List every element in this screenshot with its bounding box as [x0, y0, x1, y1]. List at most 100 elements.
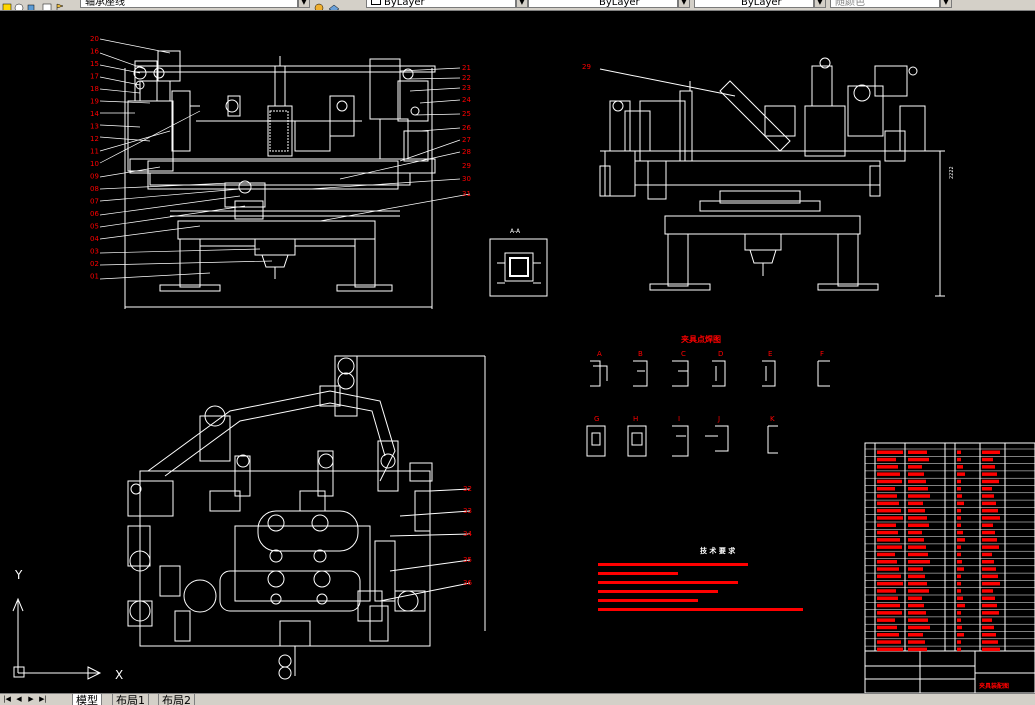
weld-section-label: I — [678, 415, 680, 423]
callout-number: 31 — [462, 190, 471, 198]
cad-drawing[interactable]: 2016151718191413121110090807060504030201… — [0, 11, 1035, 694]
callout-number: 06 — [90, 210, 99, 218]
parts-list-cell-text — [877, 625, 897, 630]
last-tab-icon[interactable]: ▶| — [39, 695, 47, 703]
weld-section-label: C — [681, 350, 686, 358]
parts-list-cell-text — [982, 633, 996, 637]
layer-freeze-icon[interactable] — [26, 0, 36, 10]
front-view — [124, 50, 436, 309]
dimension-label: 2222 — [949, 166, 955, 179]
color-control-dropdown[interactable]: ByLayer — [366, 0, 516, 8]
parts-list-cell-text — [982, 508, 998, 513]
callout-number: 20 — [90, 35, 99, 43]
parts-list-cell-text — [877, 596, 898, 600]
parts-list-cell-text — [908, 625, 930, 630]
parts-list-cell-text — [982, 618, 992, 622]
plan-view — [127, 355, 486, 680]
next-tab-icon[interactable]: ▶ — [28, 695, 34, 703]
callout-number: 23 — [462, 84, 471, 92]
parts-list-cell-text — [908, 640, 925, 644]
layer-previous-icon[interactable] — [328, 0, 340, 10]
ucs-y-label: Y — [14, 568, 23, 582]
parts-list-cell-text — [957, 581, 961, 586]
callout-number: 29 — [462, 162, 471, 170]
parts-list-cell-text — [877, 465, 898, 469]
make-current-layer-icon[interactable] — [314, 0, 324, 10]
parts-list-cell-text — [982, 560, 994, 564]
chevron-down-icon[interactable]: ▼ — [678, 0, 690, 8]
tab-layout1[interactable]: 布局1 — [112, 694, 149, 705]
layer-flag-icon[interactable] — [55, 0, 65, 10]
parts-list-cell-text — [908, 545, 926, 549]
parts-list-cell-text — [957, 523, 961, 527]
chevron-down-icon[interactable]: ▼ — [814, 0, 826, 8]
parts-list-cell-text — [957, 589, 961, 593]
parts-list-cell-text — [908, 457, 929, 462]
parts-list-cell-text — [877, 567, 899, 571]
properties-toolbar: 轴承座线 ▼ ByLayer ▼ ByLayer ▼ ByLayer ▼ 随颜色… — [0, 0, 1035, 11]
layer-dropdown[interactable]: 轴承座线 — [80, 0, 298, 8]
parts-list-cell-text — [908, 647, 927, 652]
parts-list-cell-text — [908, 560, 930, 564]
callout-number: 17 — [90, 73, 99, 81]
weld-section-label: A — [597, 350, 602, 358]
parts-list-cell-text — [982, 574, 998, 579]
parts-list-cell-text — [982, 450, 1000, 454]
parts-list-cell-text — [957, 574, 961, 579]
parts-list-cell-text — [877, 472, 900, 476]
parts-list-cell-text — [982, 538, 997, 542]
parts-list-cell-text — [982, 647, 1000, 652]
callout-number: 27 — [462, 136, 471, 144]
callout-number: 36 — [463, 579, 472, 587]
parts-list-cell-text — [908, 581, 927, 586]
parts-list-cell-text — [957, 552, 961, 557]
parts-list-cell-text — [957, 538, 965, 542]
parts-list-cell-text — [957, 567, 964, 571]
chevron-down-icon[interactable]: ▼ — [516, 0, 528, 8]
weld-section-label: B — [638, 350, 643, 358]
chevron-down-icon: ▼ — [940, 0, 952, 8]
parts-list-cell-text — [908, 603, 924, 608]
callout-number: 21 — [462, 64, 471, 72]
parts-list-cell-text — [982, 465, 995, 469]
linetype-control-dropdown[interactable]: ByLayer — [528, 0, 678, 8]
callout-number: 33 — [463, 507, 472, 515]
parts-list-cell-text — [877, 647, 903, 652]
chevron-down-icon[interactable]: ▼ — [298, 0, 310, 8]
weld-section-label: F — [820, 350, 824, 358]
callout-number: 02 — [90, 260, 99, 268]
ucs-x-label: X — [115, 668, 123, 682]
first-tab-icon[interactable]: |◀ — [3, 695, 11, 703]
layer-lock-icon[interactable] — [14, 0, 24, 10]
tech-requirements-title: 技 术 要 求 — [700, 546, 736, 555]
parts-list-cell-text — [877, 611, 902, 615]
parts-list-cell-text — [957, 457, 961, 462]
parts-list-cell-text — [957, 633, 964, 637]
parts-list-cell-text — [908, 494, 930, 498]
parts-list-cell-text — [908, 487, 928, 491]
lineweight-control-dropdown[interactable]: ByLayer — [694, 0, 814, 8]
callout-number: 35 — [463, 556, 472, 564]
callout-number: 16 — [90, 48, 99, 56]
previous-tab-icon[interactable]: ◀ — [16, 695, 22, 703]
callout-number: 07 — [90, 198, 99, 206]
tab-layout2[interactable]: 布局2 — [158, 694, 195, 705]
parts-list-cell-text — [957, 465, 963, 469]
parts-list-cell-text — [877, 574, 901, 579]
parts-list-cell-text — [957, 487, 961, 491]
callout-number: 01 — [90, 273, 99, 281]
parts-list-cell-text — [982, 479, 999, 484]
weld-section-label: H — [633, 415, 638, 423]
callout-number: 15 — [90, 60, 99, 68]
layer-color-icon[interactable] — [42, 0, 52, 10]
parts-list-cell-text — [877, 523, 896, 527]
tab-model[interactable]: 模型 — [72, 694, 102, 705]
parts-list-cell-text — [908, 501, 923, 506]
parts-list-cell-text — [957, 479, 961, 484]
side-view-callout: 29 — [582, 63, 591, 71]
layer-state-icon[interactable] — [2, 0, 12, 10]
parts-list-cell-text — [982, 589, 993, 593]
